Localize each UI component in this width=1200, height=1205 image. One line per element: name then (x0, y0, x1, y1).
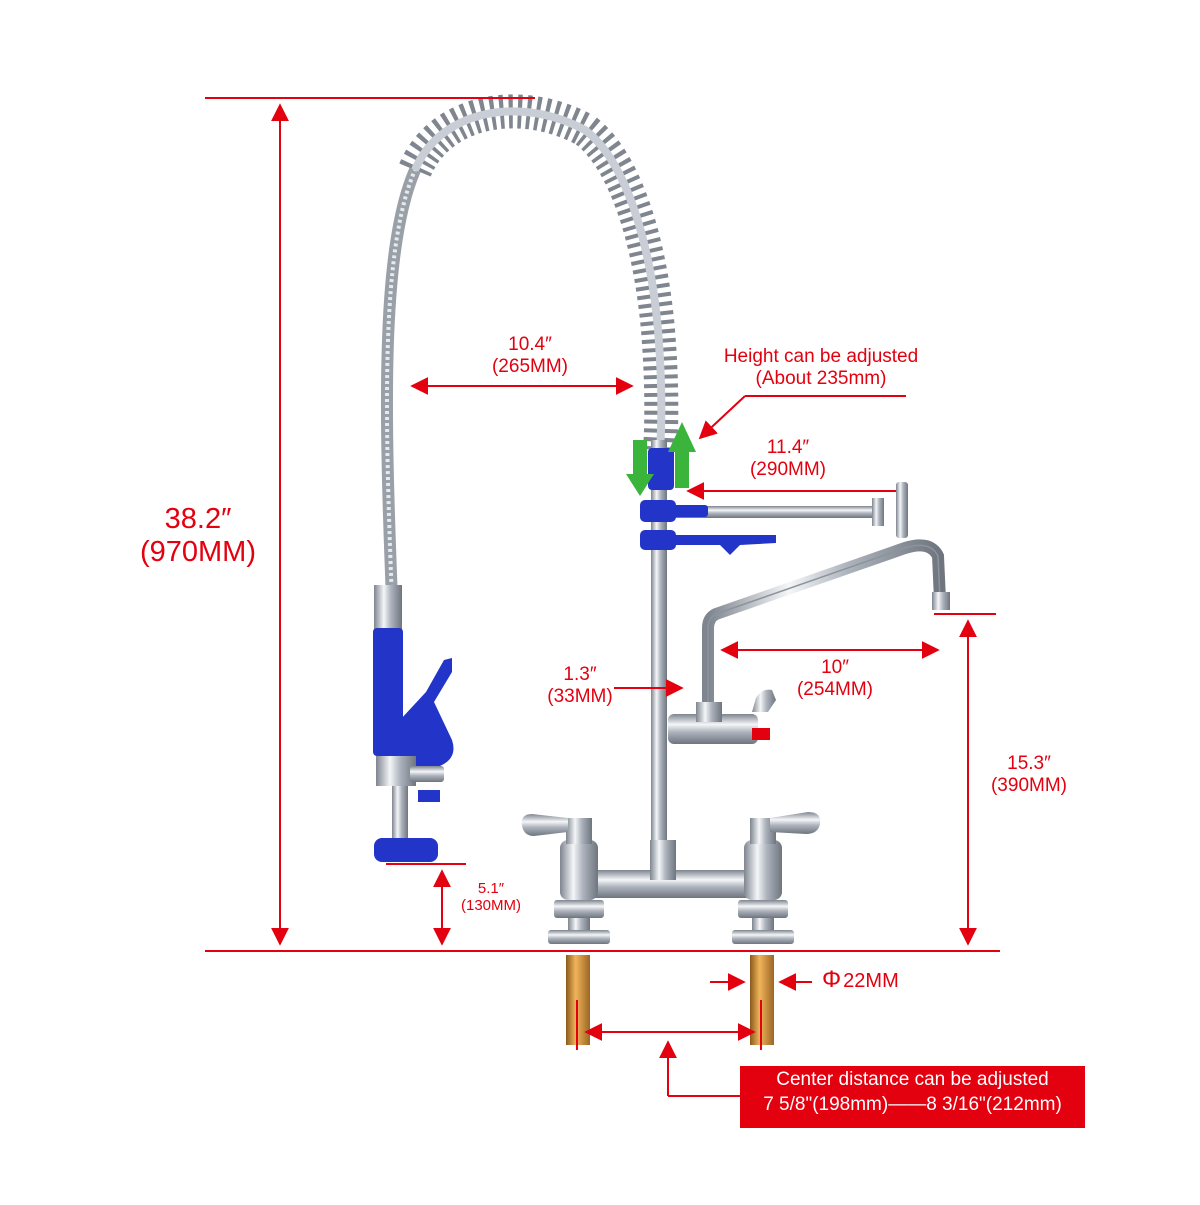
down-arrow-icon (626, 440, 654, 496)
hose-reach-label: 10.4″ (265MM) (470, 334, 590, 378)
dimension-lines (205, 97, 1000, 1097)
add-on-valve-body (668, 714, 758, 744)
spout-height-label: 15.3″ (390MM) (974, 753, 1084, 797)
sprayer-trigger (400, 658, 454, 770)
faucet-illustration (373, 94, 950, 1045)
right-valve-body (744, 840, 782, 900)
arm-length-mm: (290MM) (749, 458, 826, 480)
spout-reach-mm: (254MM) (796, 678, 873, 700)
spring-coil (399, 94, 679, 452)
height-collar (648, 448, 674, 490)
spout-reach-inch: 10″ (821, 657, 849, 678)
spout-height-inch: 15.3″ (1007, 753, 1051, 774)
sprayer-head (374, 838, 438, 862)
total-height-label: 38.2″ (970MM) (118, 503, 278, 570)
height-adjust-line2: (About 235mm) (755, 367, 887, 389)
hose-reach-mm: (265MM) (491, 355, 568, 377)
total-height-inch: 38.2″ (164, 503, 232, 535)
hose-reach-inch: 10.4″ (508, 334, 552, 355)
height-adjust-note: Height can be adjusted (About 235mm) (706, 346, 936, 390)
left-lever-handle (521, 814, 568, 836)
sprayer-grip (373, 628, 403, 756)
spout-height-mm: (390MM) (990, 774, 1067, 796)
diameter-symbol: Φ (822, 966, 842, 993)
center-distance-line1: Center distance can be adjusted (776, 1069, 1049, 1090)
center-distance-box: Center distance can be adjusted 7 5/8"(1… (740, 1066, 1085, 1128)
wall-bracket-arm (660, 506, 880, 518)
diameter-value: 22MM (843, 970, 899, 992)
right-lever-handle (770, 812, 821, 834)
add-on-lever-handle (752, 689, 776, 712)
sprayer-height-label: 5.1″ (130MM) (446, 880, 536, 915)
left-valve-body (560, 840, 598, 900)
wall-flange (896, 482, 908, 538)
height-adjust-line1: Height can be adjusted (723, 346, 919, 367)
center-distance-line2: 7 5/8"(198mm)——8 3/16"(212mm) (763, 1093, 1062, 1115)
spout-offset-label: 1.3″ (33MM) (530, 664, 630, 708)
up-arrow-icon (668, 422, 696, 488)
flexible-hose (380, 167, 421, 601)
total-height-mm: (970MM) (139, 536, 256, 569)
sprayer-height-inch: 5.1″ (477, 880, 505, 897)
spout-offset-inch: 1.3″ (563, 664, 597, 685)
sprayer-height-mm: (130MM) (460, 897, 521, 915)
spout-offset-mm: (33MM) (547, 685, 613, 707)
arm-length-inch: 11.4″ (766, 437, 810, 458)
deck-bridge (584, 870, 756, 898)
sprayer-sleeve (374, 585, 402, 635)
arm-length-label: 11.4″ (290MM) (728, 437, 848, 481)
spout-reach-label: 10″ (254MM) (780, 657, 890, 701)
